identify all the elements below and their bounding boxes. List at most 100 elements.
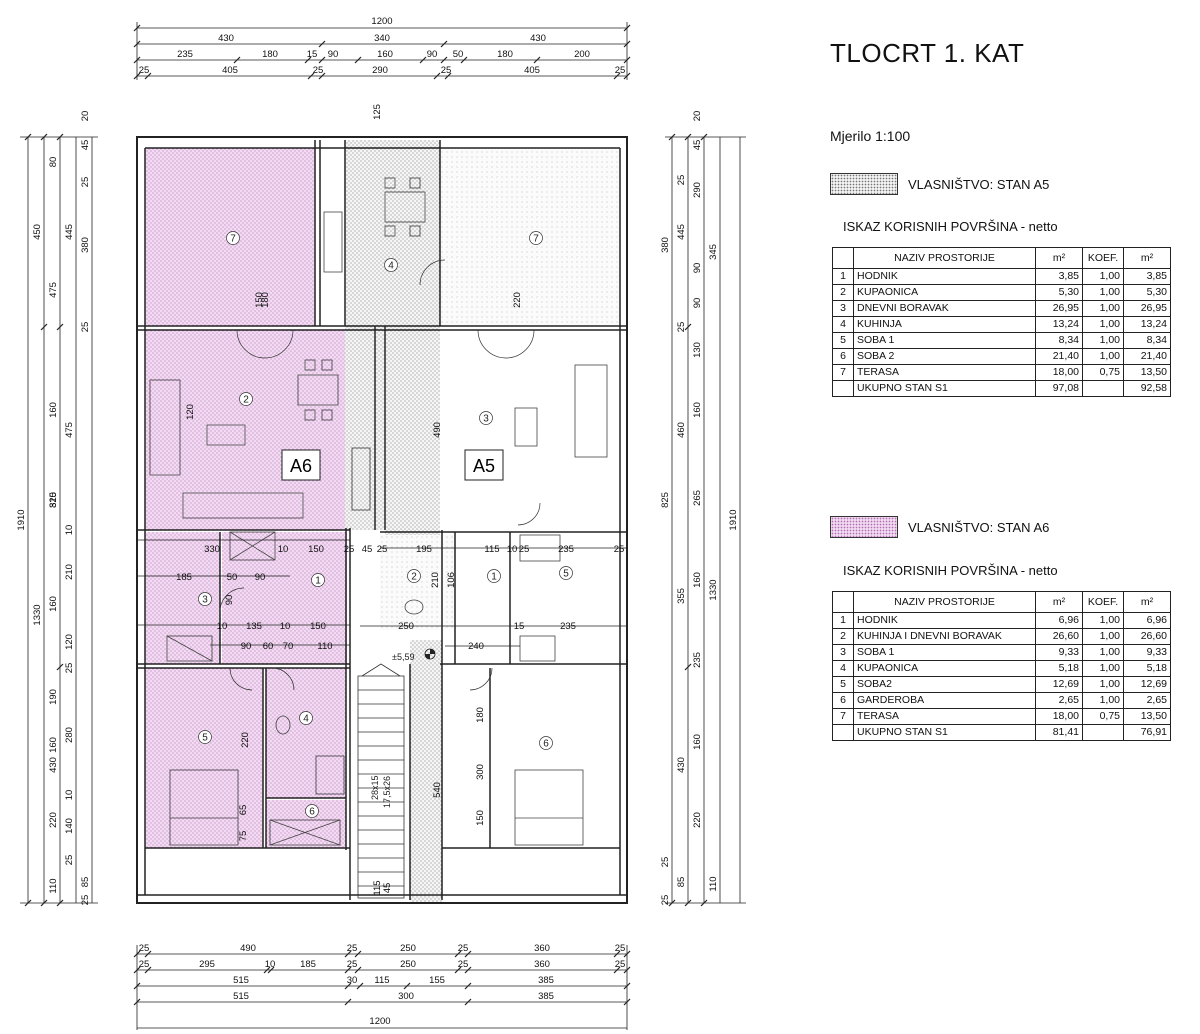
room-a5-3-num: 3 bbox=[483, 414, 489, 425]
col-koef: KOEF. bbox=[1082, 247, 1124, 269]
dim-bottom-1g: 25 bbox=[615, 943, 626, 954]
inner-dim-12: 185 bbox=[176, 572, 192, 583]
cell-result: 76,91 bbox=[1123, 724, 1171, 741]
dim-bottom-3b: 30 bbox=[347, 975, 358, 986]
dim-left-4-2: 80 bbox=[48, 157, 59, 168]
cell-area: 9,33 bbox=[1035, 644, 1083, 661]
inner-dim-32: 210 bbox=[430, 572, 441, 588]
dim-left-3b: 475 bbox=[64, 422, 75, 438]
cell-num: 5 bbox=[832, 676, 854, 693]
dim-top-3i: 200 bbox=[574, 49, 590, 60]
cell-koef: 1,00 bbox=[1082, 348, 1124, 365]
cell-area: 12,69 bbox=[1035, 676, 1083, 693]
table-a5-title: ISKAZ KORISNIH POVRŠINA - netto bbox=[843, 219, 1058, 234]
inner-dim-19: 250 bbox=[398, 621, 414, 632]
inner-dim-20: 15 bbox=[514, 621, 525, 632]
dim-bottom-2c: 10 bbox=[265, 959, 276, 970]
cell-result: 13,24 bbox=[1123, 316, 1171, 333]
col-m2-result: m² bbox=[1123, 591, 1171, 613]
cell-result: 6,96 bbox=[1123, 612, 1171, 629]
cell-name: SOBA 1 bbox=[853, 644, 1036, 661]
dim-left-4-11: 160 bbox=[48, 596, 59, 612]
a6-living bbox=[145, 330, 375, 530]
cell-result: 13,50 bbox=[1123, 364, 1171, 381]
cell-area: 26,95 bbox=[1035, 300, 1083, 317]
room-a5-4: 4 bbox=[384, 258, 398, 272]
cell-name: DNEVNI BORAVAK bbox=[853, 300, 1036, 317]
cell-result: 3,85 bbox=[1123, 268, 1171, 285]
dim-right-2c: 1330 bbox=[708, 579, 719, 600]
dim-bottom-1a: 25 bbox=[139, 943, 150, 954]
inner-dim-13: 50 bbox=[227, 572, 238, 583]
cell-koef: 1,00 bbox=[1082, 692, 1124, 709]
cell-name: SOBA 2 bbox=[853, 348, 1036, 365]
dimension-texts-vertical: 1910 450 1330 475 475 825 430 20 45 80 2… bbox=[16, 111, 739, 906]
cell-num: 1 bbox=[832, 612, 854, 629]
dim-bottom-2f: 250 bbox=[400, 959, 416, 970]
dim-bottom-4c: 385 bbox=[538, 991, 554, 1002]
inner-dim-35: 75 bbox=[238, 831, 249, 842]
col-m2-result: m² bbox=[1123, 247, 1171, 269]
dim-left-4-13: 25 bbox=[64, 663, 75, 674]
dim-left-4-18: 140 bbox=[64, 818, 75, 834]
cell-name: SOBA 1 bbox=[853, 332, 1036, 349]
cell-num: 3 bbox=[832, 644, 854, 661]
cell-area: 26,60 bbox=[1035, 628, 1083, 645]
room-a5-1-num: 1 bbox=[491, 572, 497, 583]
inner-dim-30: 150 bbox=[254, 292, 265, 308]
dim-right-4-4: 90 bbox=[692, 263, 703, 274]
dim-left-4-0: 20 bbox=[80, 111, 91, 122]
dim-left-3c: 825 bbox=[48, 492, 59, 508]
inner-dim-16: 135 bbox=[246, 621, 262, 632]
dim-left-4-8: 310 bbox=[48, 492, 59, 508]
dim-right-4-17: 25 bbox=[660, 895, 671, 906]
legend-swatch-a6 bbox=[830, 516, 898, 538]
inner-dim-25: 110 bbox=[317, 641, 332, 652]
dim-top-4d: 290 bbox=[372, 65, 388, 76]
dim-bottom-1d: 250 bbox=[400, 943, 416, 954]
room-a6-4-num: 4 bbox=[303, 714, 309, 725]
legend-a5: VLASNIŠTVO: STAN A5 bbox=[830, 172, 1049, 196]
furniture bbox=[149, 177, 608, 846]
room-a6-1-num: 1 bbox=[315, 576, 321, 587]
dim-right-4-12: 160 bbox=[692, 734, 703, 750]
cell-koef: 1,00 bbox=[1082, 316, 1124, 333]
inner-dim-11: 25 bbox=[614, 544, 625, 555]
inner-dim-37: 115 bbox=[372, 880, 383, 895]
dim-left-4-10: 210 bbox=[64, 564, 75, 580]
cell-result: 5,30 bbox=[1123, 284, 1171, 301]
inner-dim-3: 25 bbox=[344, 544, 355, 555]
dim-right-4-14: 25 bbox=[660, 857, 671, 868]
cell-koef: 1,00 bbox=[1082, 660, 1124, 677]
table-a6-title: ISKAZ KORISNIH POVRŠINA - netto bbox=[843, 563, 1058, 578]
room-a5-7: 7 bbox=[529, 231, 543, 245]
dim-bottom-2b: 295 bbox=[199, 959, 215, 970]
table-header: NAZIV PROSTORIJE m² KOEF. m² bbox=[832, 247, 1171, 269]
room-a5-6-num: 6 bbox=[543, 739, 549, 750]
dim-right-4-8: 160 bbox=[692, 402, 703, 418]
cell-koef: 0,75 bbox=[1082, 708, 1124, 725]
apartment-tag-a6: A6 bbox=[281, 449, 321, 481]
cell-area: 5,18 bbox=[1035, 660, 1083, 677]
cell-area: 81,41 bbox=[1035, 724, 1083, 741]
dim-top-4e: 25 bbox=[441, 65, 452, 76]
cell-name: UKUPNO STAN S1 bbox=[853, 380, 1036, 397]
cell-result: 5,18 bbox=[1123, 660, 1171, 677]
cell-area: 18,00 bbox=[1035, 364, 1083, 381]
cell-num: 2 bbox=[832, 284, 854, 301]
dim-right-3b: 345 bbox=[708, 244, 719, 260]
inner-dim-14: 90 bbox=[255, 572, 266, 583]
cell-koef: 1,00 bbox=[1082, 612, 1124, 629]
cell-num: 7 bbox=[832, 708, 854, 725]
inner-dim-6: 195 bbox=[416, 544, 432, 555]
dim-right-2b: 825 bbox=[660, 492, 671, 508]
inner-dim-40: 220 bbox=[240, 732, 251, 748]
room-a5-1: 1 bbox=[487, 569, 501, 583]
inner-dim-41: 180 bbox=[475, 707, 486, 723]
